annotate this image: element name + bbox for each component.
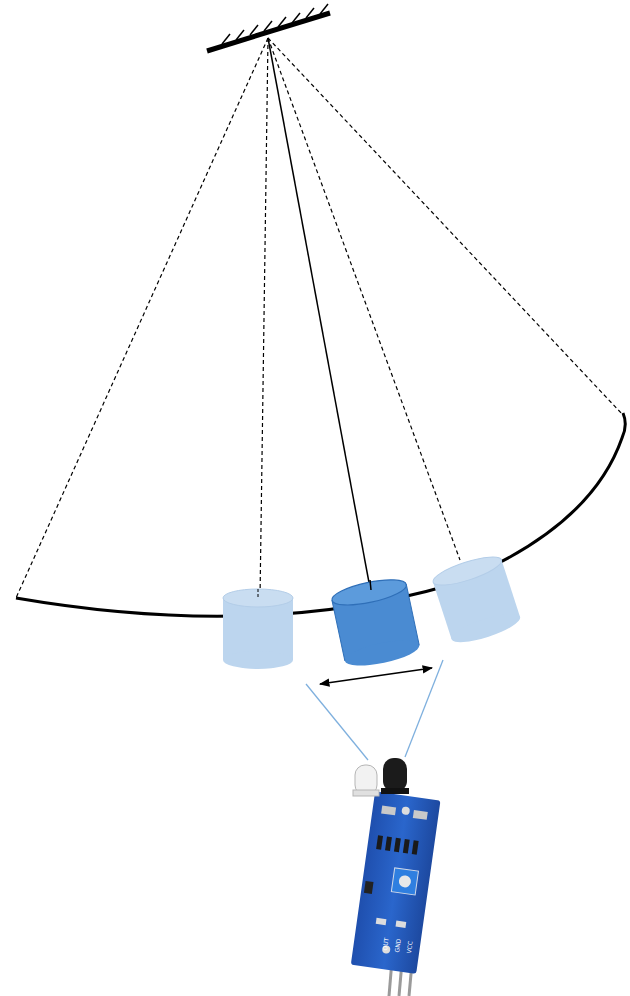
swing-arc	[16, 413, 625, 616]
pin-label: OUT	[382, 937, 390, 950]
pin-label: GND	[394, 938, 402, 952]
ir-sensor-module	[351, 758, 441, 996]
pendulum-bob-ghost	[430, 551, 523, 647]
ir-beam	[306, 660, 443, 760]
pendulum-bob-ghost	[223, 589, 293, 669]
pin-label: VCC	[406, 941, 414, 954]
motion-arrow	[320, 668, 432, 684]
pendulum-strings	[16, 38, 623, 598]
pendulum-bob	[330, 575, 421, 671]
